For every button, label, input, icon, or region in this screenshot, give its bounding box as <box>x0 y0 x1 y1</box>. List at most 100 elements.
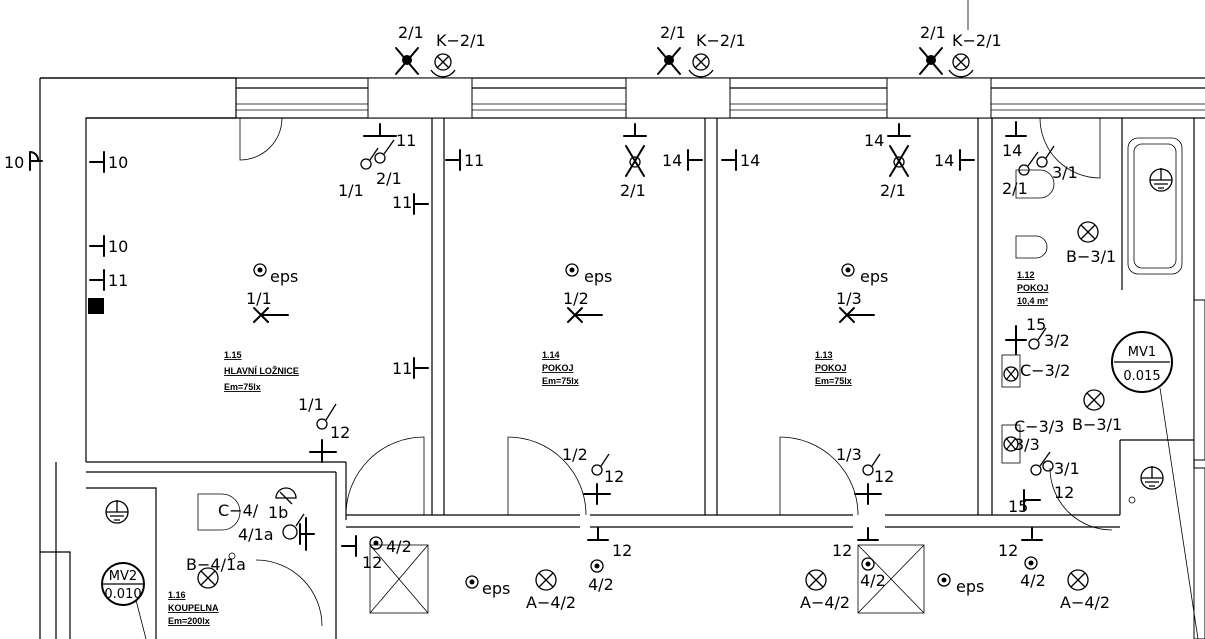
room-name: KOUPELNA <box>168 603 219 613</box>
circuit-label: 12 <box>832 541 852 560</box>
smoke-detector-icon: eps <box>841 263 888 286</box>
marker-value: 0.010 <box>104 587 141 602</box>
socket-icon: 11 <box>392 357 429 379</box>
socket-icon: 14 <box>721 149 760 171</box>
eps-label: eps <box>860 267 888 286</box>
fan-icon: C−4/ <box>218 487 297 520</box>
socket-icon: 10 <box>89 151 128 173</box>
wall-light-icon: 2/1 K−2/1 <box>657 23 746 78</box>
circuit-label: 3/3 <box>1014 435 1040 454</box>
circuit-label: 15 <box>1008 497 1028 516</box>
circuit-label: 11 <box>392 359 412 378</box>
socket-icon <box>299 517 315 551</box>
socket-icon: 15 <box>1005 315 1046 355</box>
circuit-label: 14 <box>662 151 682 170</box>
luminaire-icon: B−3/1 <box>1072 389 1122 434</box>
socket-icon: 12 <box>341 535 382 572</box>
room-number: 1.12 <box>1017 270 1035 280</box>
switch-icon: 3/2 <box>1028 327 1070 350</box>
circuit-label: 1/2 <box>562 445 588 464</box>
luminaire-label: 4/2 <box>386 537 412 556</box>
doors <box>239 117 1113 627</box>
luminaire-icon: 4/2 <box>860 557 886 590</box>
circuit-label: 11 <box>464 151 484 170</box>
switch-icon: 2/1 <box>620 123 647 200</box>
wall-light-icon: 2/1 K−2/1 <box>395 23 486 78</box>
earthing-symbols <box>105 168 1173 524</box>
luminaire-label: 4/2 <box>1020 571 1046 590</box>
circuit-label: 3/1 <box>1052 163 1078 182</box>
circuit-label: 12 <box>1054 483 1074 502</box>
circuit-label: 2/1 <box>920 23 946 42</box>
luminaire-icon: B−3/1 <box>1066 221 1116 266</box>
circuit-label: 2/1 <box>880 181 906 200</box>
sockets: 10 10 10 11 11 14 14 14 11 11 12 12 12 1… <box>4 121 1046 572</box>
marker-mv2: MV2 0.010 <box>101 562 147 639</box>
circuit-label: 2/1 <box>398 23 424 42</box>
room-lux: Em=75lx <box>815 376 852 386</box>
unit-label: C−3/3 <box>1014 417 1064 436</box>
switch-icon: 11 1/1 2/1 <box>338 123 416 200</box>
socket-icon: 10 <box>4 150 43 172</box>
circuit-label: 1/3 <box>836 445 862 464</box>
sanitary <box>197 137 1183 560</box>
circuit-label: 2/1 <box>620 181 646 200</box>
luminaire-icon: 4/2 <box>1020 556 1046 590</box>
shafts <box>369 544 925 614</box>
circuit-label: 10 <box>108 153 128 172</box>
switch-icon: 1/2 12 <box>562 445 624 505</box>
circuit-label: 11 <box>396 131 416 150</box>
room-name: POKOJ <box>542 363 574 373</box>
room-name: POKOJ <box>1017 283 1049 293</box>
fan-icon: C−3/2 <box>1003 361 1070 382</box>
smoke-detector-icon: eps <box>253 263 298 286</box>
socket-icon: 11 <box>445 149 484 171</box>
smoke-detector-icon: eps <box>465 575 510 598</box>
room-labels: 1.15 HLAVNÍ LOŽNICE Em=75lx 1.14 POKOJ E… <box>168 270 1049 626</box>
fan-units: C−3/2 C−3/3 C−4/ <box>218 361 1070 520</box>
circuit-label: 12 <box>998 541 1018 560</box>
luminaire-icon: 4/2 <box>588 559 614 594</box>
switch-icon: 14 2/1 <box>864 123 911 200</box>
switch-icon: 4/1a 1b <box>238 503 305 544</box>
marker-code: MV1 <box>1128 345 1156 360</box>
luminaire-label: B−3/1 <box>1072 415 1122 434</box>
luminaire-icon: A−4/2 <box>800 569 850 612</box>
exterior-lights: 2/1 K−2/1 2/1 K−2/1 2/1 K−2/1 <box>395 0 1002 78</box>
circuit-label: 10 <box>108 237 128 256</box>
luminaire-label: B−4/1a <box>186 555 246 574</box>
room-number: 1.16 <box>168 590 186 600</box>
circuit-label: 14 <box>934 151 954 170</box>
circuit-label: 14 <box>864 131 884 150</box>
switch-icon: 3/1 12 3/3 <box>1014 435 1080 502</box>
circuit-label: 14 <box>1002 141 1022 160</box>
circuit-label: 1/1 <box>246 289 272 308</box>
marker-mv1: MV1 0.015 <box>1111 331 1199 639</box>
luminaires: B−3/1 B−3/1 B−4/1a A−4/2 A−4/2 A−4/2 4/2… <box>186 221 1122 612</box>
luminaire-label: 4/2 <box>588 575 614 594</box>
room-name: POKOJ <box>815 363 847 373</box>
circuit-label: K−2/1 <box>436 31 486 50</box>
socket-icon: 14 <box>1002 121 1027 160</box>
circuit-label: 12 <box>874 467 894 486</box>
circuit-label: 12 <box>612 541 632 560</box>
fan-icon: C−3/3 <box>1003 417 1064 452</box>
switches: 11 1/1 2/1 2/1 14 2/1 2/1 3/1 1/1 12 <box>238 123 1080 544</box>
earth-icon <box>1149 168 1173 192</box>
unit-label: C−3/2 <box>1020 361 1070 380</box>
eps-label: eps <box>956 577 984 596</box>
ceiling-light-icon: 1/3 <box>836 289 875 323</box>
luminaire-label: A−4/2 <box>800 593 850 612</box>
ceiling-lights: 1/1 1/2 1/3 <box>246 289 875 323</box>
circuit-label: 11 <box>108 271 128 290</box>
eps-label: eps <box>482 579 510 598</box>
switch-icon: 1/3 12 <box>836 445 894 505</box>
earth-icon <box>105 500 129 524</box>
circuit-label: 12 <box>362 553 382 572</box>
circuit-label: 12 <box>330 423 350 442</box>
room-lux: Em=200lx <box>168 616 210 626</box>
socket-icon: 11 <box>89 269 128 291</box>
luminaire-label: 4/2 <box>860 571 886 590</box>
eps-detectors: eps eps eps eps eps <box>253 263 984 598</box>
unit-label: C−4/ <box>218 501 259 520</box>
